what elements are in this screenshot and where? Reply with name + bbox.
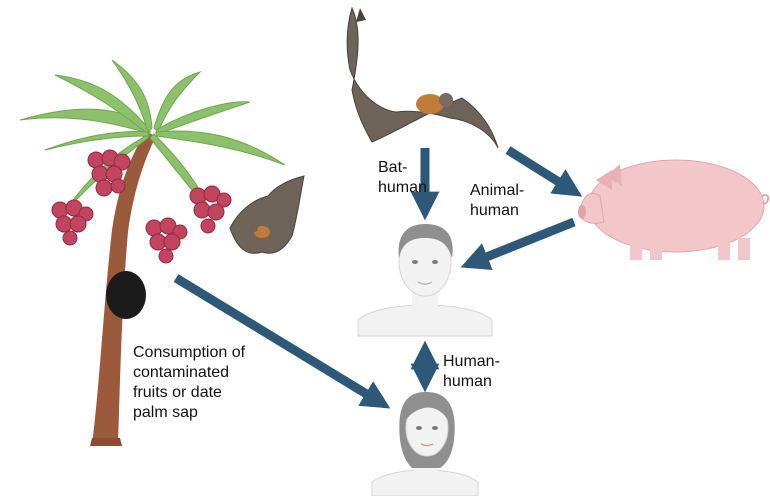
sap-collection-pot-icon (106, 271, 146, 319)
consumption-label: Consumption of contaminated fruits or da… (133, 343, 245, 423)
human-human-label: Human- human (443, 352, 500, 392)
pig-icon (578, 160, 768, 260)
fruit-bat-icon (347, 8, 498, 148)
animal-human-arrow (474, 222, 574, 262)
animal-human-label: Animal- human (470, 181, 524, 221)
human-head-icon (358, 224, 492, 336)
fruit-bat-icon (230, 176, 304, 253)
human-head-icon (372, 392, 478, 496)
bat-human-label: Bat- human (378, 158, 427, 198)
